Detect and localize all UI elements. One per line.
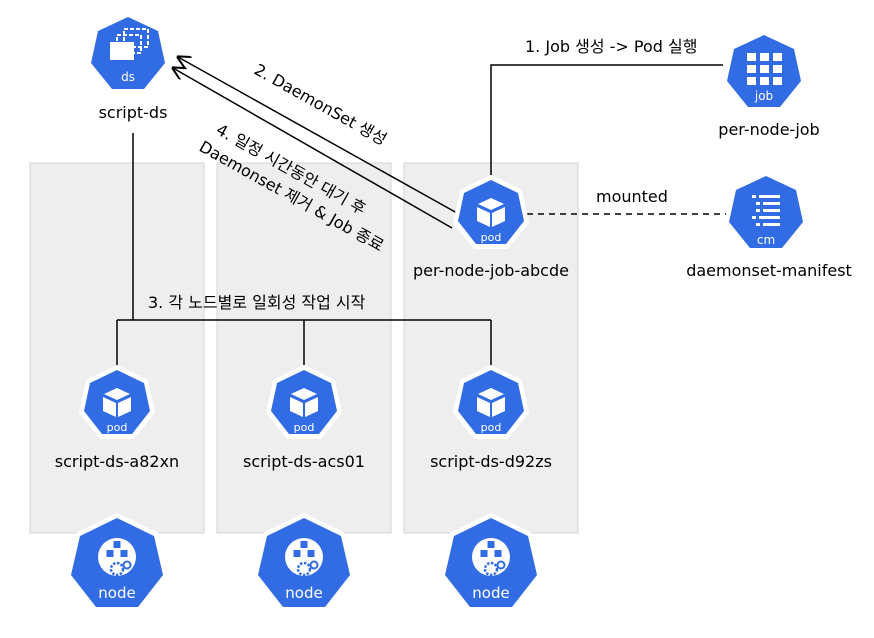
pod-kind: pod <box>294 421 315 434</box>
job-pod-icon: pod <box>453 175 529 249</box>
job-name: per-node-job <box>718 120 819 139</box>
daemonset-resource[interactable]: ds script-ds <box>86 12 170 122</box>
pod-kind: pod <box>481 421 502 434</box>
node-kind: node <box>98 584 135 602</box>
step1-label: 1. Job 생성 -> Pod 실행 <box>525 37 697 56</box>
node-pod-1[interactable]: pod script-ds-a82xn <box>55 365 179 471</box>
node-pod-name: script-ds-acs01 <box>243 452 365 471</box>
node-icon: node <box>440 513 542 612</box>
daemonset-icon: ds <box>86 12 170 94</box>
node-icon: node <box>66 513 168 612</box>
configmap-icon: cm <box>724 171 808 253</box>
mounted-label: mounted <box>596 187 668 206</box>
job-pod-name: per-node-job-abcde <box>413 261 569 280</box>
node-kind: node <box>472 584 509 602</box>
job-pod-resource[interactable]: pod per-node-job-abcde <box>413 175 569 280</box>
node-pod-2[interactable]: pod script-ds-acs01 <box>243 365 365 471</box>
job-kind: job <box>754 89 773 103</box>
configmap-name: daemonset-manifest <box>686 261 852 280</box>
pod-kind: pod <box>107 421 128 434</box>
node-kind: node <box>285 584 322 602</box>
pod-icon: pod <box>453 365 529 439</box>
job-resource[interactable]: job per-node-job <box>718 30 820 139</box>
node-icon: node <box>253 513 355 612</box>
arrow-step2 <box>178 57 458 214</box>
node-pod-name: script-ds-a82xn <box>55 452 179 471</box>
configmap-resource[interactable]: cm daemonset-manifest <box>686 171 852 280</box>
step2-label: 2. DaemonSet 생성 <box>251 60 390 149</box>
node-pod-name: script-ds-d92zs <box>430 452 552 471</box>
daemonset-kind: ds <box>121 70 135 84</box>
connector-step1 <box>490 64 723 180</box>
node-3[interactable]: node <box>440 513 542 612</box>
job-pod-kind: pod <box>481 231 502 244</box>
configmap-kind: cm <box>757 233 775 247</box>
step3-label: 3. 각 노드별로 일회성 작업 시작 <box>148 293 366 312</box>
node-1[interactable]: node <box>66 513 168 612</box>
job-icon: job <box>722 30 806 112</box>
node-2[interactable]: node <box>253 513 355 612</box>
node-pod-3[interactable]: pod script-ds-d92zs <box>430 365 552 471</box>
pod-icon: pod <box>79 365 155 439</box>
daemonset-name: script-ds <box>99 103 168 122</box>
arrow-step4 <box>173 68 453 229</box>
pod-icon: pod <box>266 365 342 439</box>
